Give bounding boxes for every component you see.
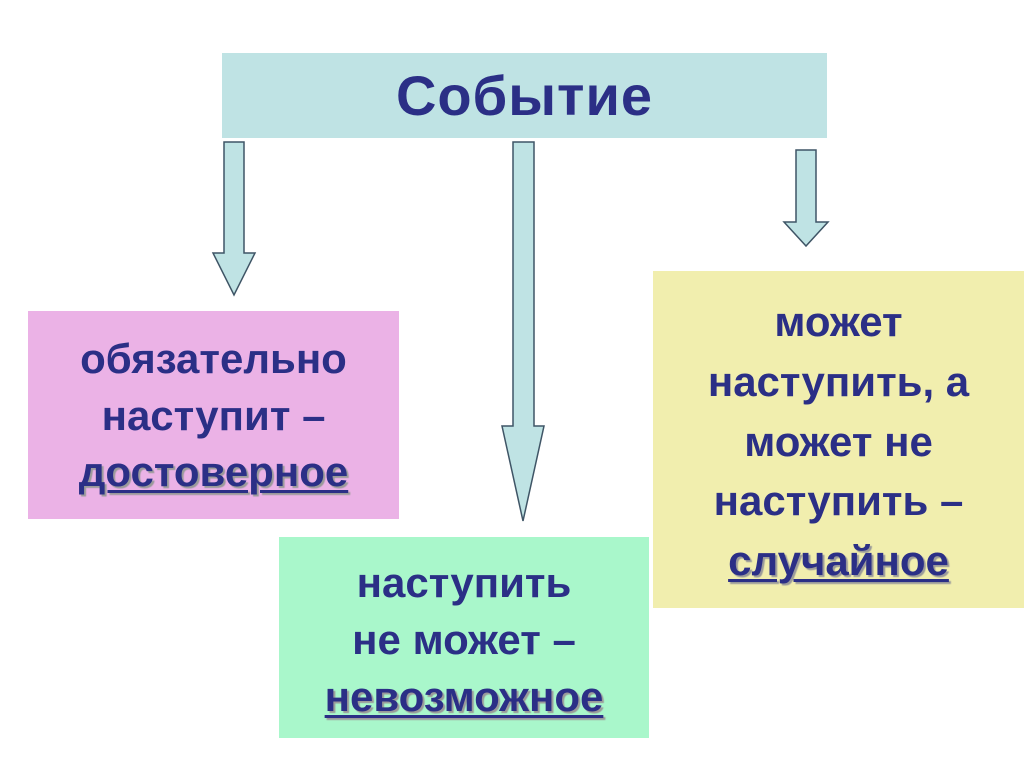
random-event-box: может наступить, а может не наступить – … [653, 271, 1024, 608]
random-line-4: наступить – [713, 477, 964, 525]
random-line-1: может [774, 298, 903, 346]
impossible-line-2: не может – [352, 616, 576, 664]
impossible-term: невозможное [324, 672, 604, 720]
random-line-3: может не [744, 417, 933, 465]
random-term: случайное [728, 536, 949, 584]
certain-event-box: обязательно наступит – достоверное [28, 311, 399, 519]
impossible-event-box: наступить не может – невозможное [279, 537, 649, 738]
arrow-to-certain [211, 141, 257, 297]
event-title: Событие [395, 63, 654, 127]
impossible-line-1: наступить [356, 559, 572, 607]
certain-term: достоверное [78, 448, 349, 496]
arrow-to-impossible [501, 141, 545, 522]
certain-line-1: обязательно [80, 334, 347, 382]
certain-line-2: наступит – [101, 391, 326, 439]
event-title-box: Событие [222, 53, 827, 138]
random-line-2: наступить, а [707, 358, 970, 406]
arrow-to-random [782, 149, 830, 248]
